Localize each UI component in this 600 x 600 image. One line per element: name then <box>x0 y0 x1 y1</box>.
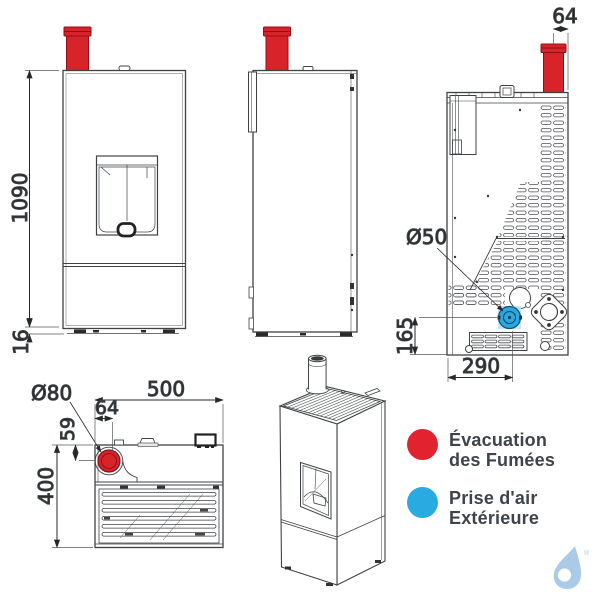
back-view: 64 Ø50 165 290 <box>393 4 578 382</box>
dim-back-flue-offset: 64 <box>552 4 578 90</box>
water-drop-logo: ® <box>553 546 590 590</box>
top-flue-outlet <box>97 449 121 473</box>
legend-label-air: Prise d'air Extérieure <box>449 487 539 528</box>
flue-diameter-callout: Ø50 <box>406 225 504 312</box>
dim-label-16: 16 <box>9 329 33 354</box>
dim-label-1090: 1090 <box>8 173 32 224</box>
top-flue-diameter-callout: Ø80 <box>31 381 102 453</box>
iso-feet <box>285 560 381 586</box>
perspective-view <box>278 354 387 586</box>
legend-item-air: Prise d'air Extérieure <box>407 487 592 528</box>
dim-air-intake-offset: 290 <box>447 331 514 382</box>
dim-top-width: 500 <box>94 377 224 443</box>
logo-cutout <box>557 568 572 582</box>
dim-top-flue-x: 64 <box>94 397 120 452</box>
dim-label-290: 290 <box>462 354 500 378</box>
back-clamp <box>499 85 515 98</box>
legend-air-line1: Prise d'air <box>449 488 538 508</box>
legend-air-line2: Extérieure <box>449 508 540 528</box>
legend-label-flue: Évacuation des Fumées <box>449 429 555 470</box>
top-view: Ø80 500 64 59 400 <box>31 377 224 549</box>
iso-window <box>300 461 332 520</box>
top-fan-volute <box>94 446 124 476</box>
dim-label-back-64: 64 <box>552 4 577 28</box>
front-view: 1090 16 <box>8 26 187 355</box>
legend-flue-line2: des Fumées <box>449 450 556 470</box>
side-duct <box>248 71 257 133</box>
window-knob <box>116 222 137 238</box>
legend-flue-line1: Évacuation <box>449 430 548 450</box>
side-flue-pipe <box>263 26 291 72</box>
dim-front-height: 1090 <box>8 69 59 328</box>
dim-label-165: 165 <box>393 317 417 355</box>
top-slats <box>101 492 217 537</box>
back-flue-pipe <box>540 43 567 93</box>
dim-air-intake-height: 165 <box>393 316 497 356</box>
dim-label-d50: Ø50 <box>406 225 447 249</box>
top-connector-block <box>194 433 217 448</box>
dim-label-500: 500 <box>147 377 185 401</box>
dim-top-flue-y: 59 <box>52 416 96 462</box>
front-flue-pipe <box>63 26 92 72</box>
legend: Évacuation des Fumées Prise d'air Extéri… <box>407 429 592 545</box>
back-screws <box>453 108 565 292</box>
flue-evacuation-dot-icon <box>407 429 438 460</box>
back-flange <box>530 293 568 331</box>
dim-label-d80: Ø80 <box>31 381 72 405</box>
logo-registered-mark: ® <box>583 549 590 557</box>
dim-label-400: 400 <box>34 467 58 505</box>
back-hopper-box <box>449 95 477 155</box>
back-air-intake <box>497 305 522 330</box>
front-feet <box>74 329 175 333</box>
side-edge-details <box>350 74 354 312</box>
front-window <box>95 155 159 238</box>
air-intake-dot-icon <box>407 487 438 518</box>
dim-top-depth: 400 <box>34 444 93 549</box>
dim-label-59: 59 <box>57 417 79 441</box>
legend-item-flue: Évacuation des Fumées <box>407 429 592 470</box>
iso-flue-pipe <box>305 354 329 395</box>
dim-front-base: 16 <box>9 318 64 355</box>
iso-top-grille <box>287 389 377 420</box>
dim-label-top-64: 64 <box>95 397 119 419</box>
side-view <box>248 26 358 337</box>
